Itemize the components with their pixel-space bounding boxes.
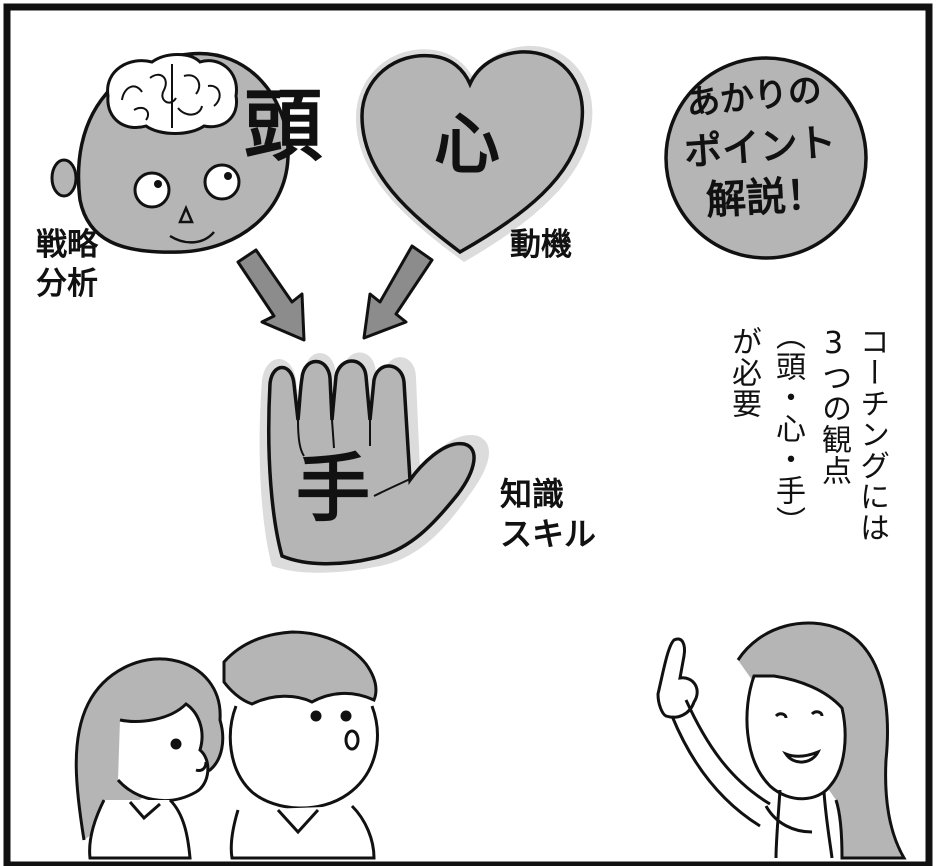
heart-char: 心 — [434, 106, 500, 183]
badge-line-2: ポイント — [682, 119, 838, 175]
note-column-3: （頭・心・手） — [770, 320, 805, 537]
hand-illustration — [259, 352, 490, 573]
heart-illustration — [356, 45, 593, 262]
head-char: 頭 — [244, 82, 323, 172]
hand-char: 手 — [296, 446, 370, 532]
badge-circle — [664, 56, 868, 260]
head-label: 戦略 分析 — [36, 227, 98, 302]
hand-label: 知識 スキル — [500, 475, 597, 553]
character-akari — [656, 621, 907, 860]
note-column-2: 3つの観点 — [816, 326, 851, 486]
badge-line-3: 解説！ — [704, 171, 828, 225]
note-column-1: コーチングには — [854, 326, 889, 543]
character-girl — [74, 657, 225, 860]
heart-label: 動機 — [510, 227, 572, 263]
head-illustration — [50, 51, 290, 254]
character-boy — [222, 630, 379, 860]
panel-border — [3, 3, 933, 866]
arrow-right — [362, 244, 434, 340]
note-column-4: が必要 — [726, 326, 761, 419]
arrow-left — [236, 248, 306, 342]
